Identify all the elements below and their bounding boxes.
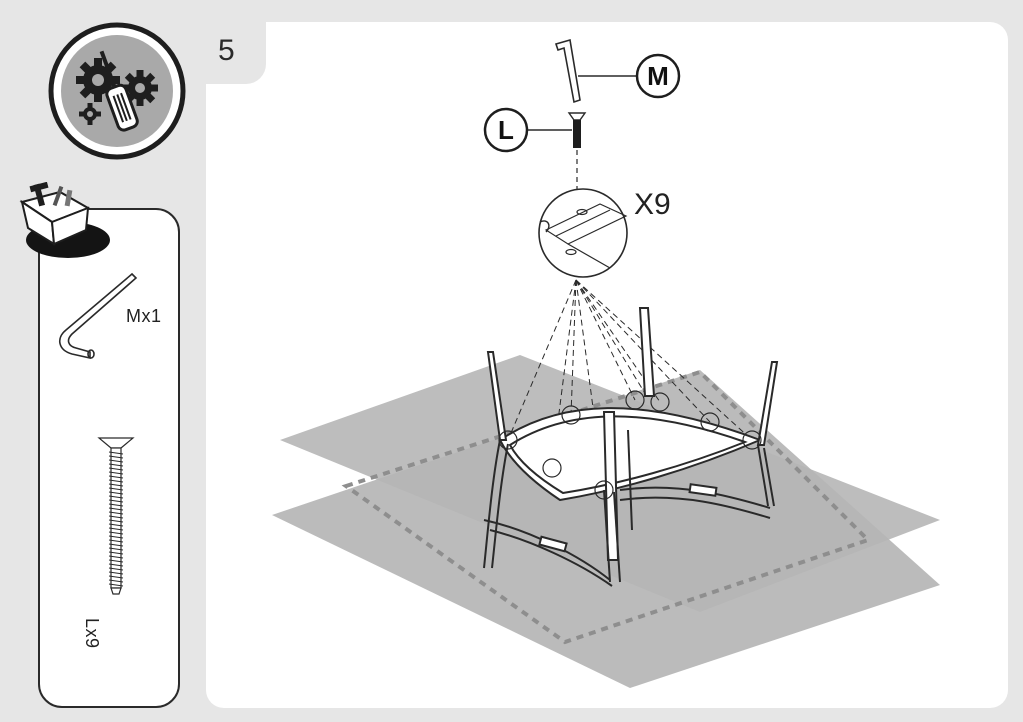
step-number: 5 xyxy=(218,34,235,67)
tools-gears-icon xyxy=(48,22,186,160)
hex-key-callout-icon xyxy=(554,38,581,104)
step-tab xyxy=(200,16,266,84)
screw-callout-icon xyxy=(567,112,587,148)
screw-icon xyxy=(97,437,135,595)
hex-key-letter: M xyxy=(647,61,669,91)
toolbox-icon xyxy=(19,182,110,258)
screw-letter: L xyxy=(498,115,514,145)
hex-key-icon xyxy=(59,272,138,359)
screw-quantity-callout: X9 xyxy=(634,188,671,221)
assembly-diagram xyxy=(272,38,940,688)
detail-magnifier xyxy=(538,188,628,278)
part-m-quantity: Mx1 xyxy=(126,306,162,326)
chair-frame xyxy=(483,307,779,587)
part-l-quantity: Lx9 xyxy=(82,618,102,649)
parts-list-panel: Mx1 Lx9 xyxy=(38,208,180,708)
